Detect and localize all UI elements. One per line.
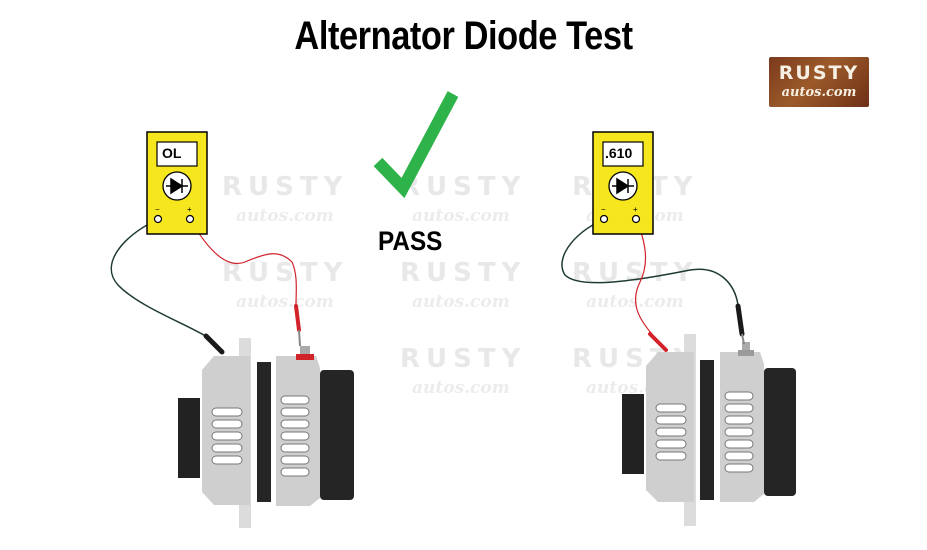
terminal-post — [742, 342, 750, 352]
front-housing — [202, 356, 250, 505]
vent-slots-front — [211, 407, 243, 465]
vent-slots-rear — [280, 395, 310, 477]
black-probe — [735, 303, 745, 337]
red-probe — [294, 304, 301, 332]
black-lead — [561, 218, 739, 306]
red-lead — [189, 218, 297, 306]
meter-reading-left: OL — [162, 145, 182, 161]
rear-housing — [276, 356, 320, 506]
neg-symbol: − — [155, 205, 160, 214]
watermark: autos.com — [412, 292, 510, 312]
red-probe — [648, 332, 668, 352]
watermark: autos.com — [586, 292, 684, 312]
watermark: autos.com — [236, 292, 334, 312]
check-icon — [373, 91, 459, 199]
pos-symbol: + — [187, 205, 192, 214]
com-jack — [599, 214, 609, 224]
pulley — [178, 398, 200, 478]
watermark: RUSTY — [222, 172, 349, 202]
pulley — [622, 394, 644, 474]
page-title: Alternator Diode Test — [294, 14, 633, 58]
black-probe-tip — [741, 333, 745, 345]
output-terminal — [296, 354, 314, 360]
watermark: autos.com — [412, 206, 510, 226]
center-band — [257, 362, 271, 502]
multimeter-left: − + — [146, 131, 208, 235]
terminal-post — [300, 346, 310, 356]
alternator-right — [622, 334, 796, 526]
multimeter-right: − + — [592, 131, 654, 235]
red-probe-tip — [298, 329, 301, 347]
pos-jack — [185, 214, 195, 224]
watermark: autos.com — [412, 378, 510, 398]
alternator-left — [178, 338, 354, 528]
meter-reading-right: .610 — [605, 145, 633, 161]
vent-slots-front — [655, 403, 687, 461]
result-label: PASS — [378, 226, 443, 256]
logo-text: RUSTY — [778, 62, 860, 84]
logo-subtext: autos.com — [781, 85, 857, 100]
neg-symbol: − — [601, 205, 606, 214]
black-lead — [110, 218, 213, 341]
red-lead — [635, 218, 653, 335]
watermark: autos.com — [236, 206, 334, 226]
front-housing — [646, 352, 694, 502]
rear-housing — [720, 352, 764, 502]
black-probe — [203, 333, 225, 355]
rusty-autos-logo: RUSTY autos.com — [769, 57, 869, 107]
vent-slots-rear — [724, 391, 754, 473]
pos-jack — [631, 214, 641, 224]
watermark: RUSTY — [400, 172, 527, 202]
diode-symbol-icon — [166, 177, 188, 195]
watermark: RUSTY — [400, 258, 527, 288]
rear-cover — [764, 368, 796, 496]
watermark: RUSTY — [400, 344, 527, 374]
rear-cover — [320, 370, 354, 500]
diode-symbol-icon — [612, 177, 634, 195]
pos-symbol: + — [633, 205, 638, 214]
center-band — [700, 360, 714, 500]
com-jack — [153, 214, 163, 224]
output-terminal — [738, 350, 754, 356]
